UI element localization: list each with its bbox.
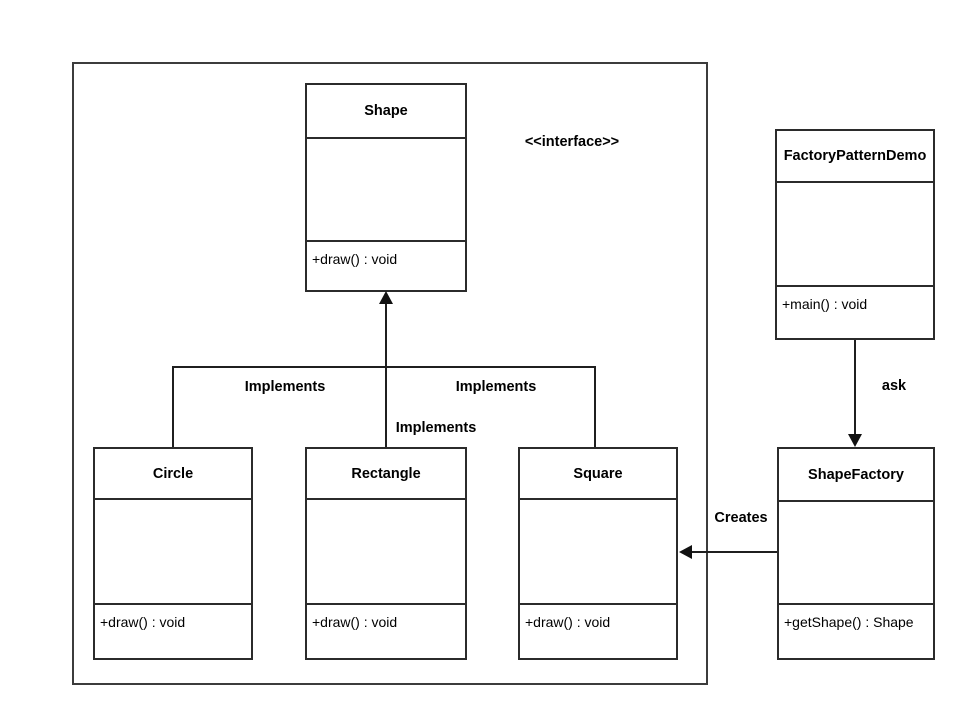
class-shape-factory: ShapeFactory +getShape() : Shape [777,447,935,660]
ask-label: ask [881,378,907,394]
ask-connector-line [854,340,856,440]
class-shape-attributes [307,137,465,240]
implements-label-left: Implements [244,379,326,395]
class-factory-pattern-demo-attributes [777,181,933,285]
class-shape: Shape +draw() : void [305,83,467,292]
class-circle-attributes [95,498,251,603]
arrowhead-left-icon [679,545,692,559]
implements-label-right: Implements [455,379,537,395]
class-square-method: +draw() : void [520,603,676,658]
class-factory-pattern-demo-name: FactoryPatternDemo [783,148,927,164]
class-shape-factory-attributes [779,500,933,603]
implements-connector-rectangle-line [385,297,387,447]
class-circle-method: +draw() : void [95,603,251,658]
interface-stereotype-label: <<interface>> [524,134,620,150]
creates-connector-line [690,551,777,553]
class-shape-factory-method: +getShape() : Shape [779,603,933,658]
system-boundary-frame [72,62,708,685]
class-square: Square +draw() : void [518,447,678,660]
implements-connector-square-leg [594,366,596,447]
arrowhead-down-icon [848,434,862,447]
class-factory-pattern-demo-method: +main() : void [777,285,933,338]
class-rectangle-attributes [307,498,465,603]
class-shape-name: Shape [364,103,408,119]
class-shape-method: +draw() : void [307,240,465,290]
class-rectangle-method: +draw() : void [307,603,465,658]
implements-connector-horizontal-line [172,366,596,368]
class-circle: Circle +draw() : void [93,447,253,660]
class-square-attributes [520,498,676,603]
class-rectangle-name: Rectangle [351,465,421,482]
class-square-name: Square [573,465,623,482]
creates-label: Creates [714,510,768,526]
class-rectangle: Rectangle +draw() : void [305,447,467,660]
class-circle-name: Circle [152,465,194,482]
arrowhead-up-icon [379,291,393,304]
class-factory-pattern-demo: FactoryPatternDemo +main() : void [775,129,935,340]
class-shape-factory-name: ShapeFactory [808,466,904,483]
implements-label-middle: Implements [395,420,477,436]
implements-connector-circle-leg [172,366,174,447]
